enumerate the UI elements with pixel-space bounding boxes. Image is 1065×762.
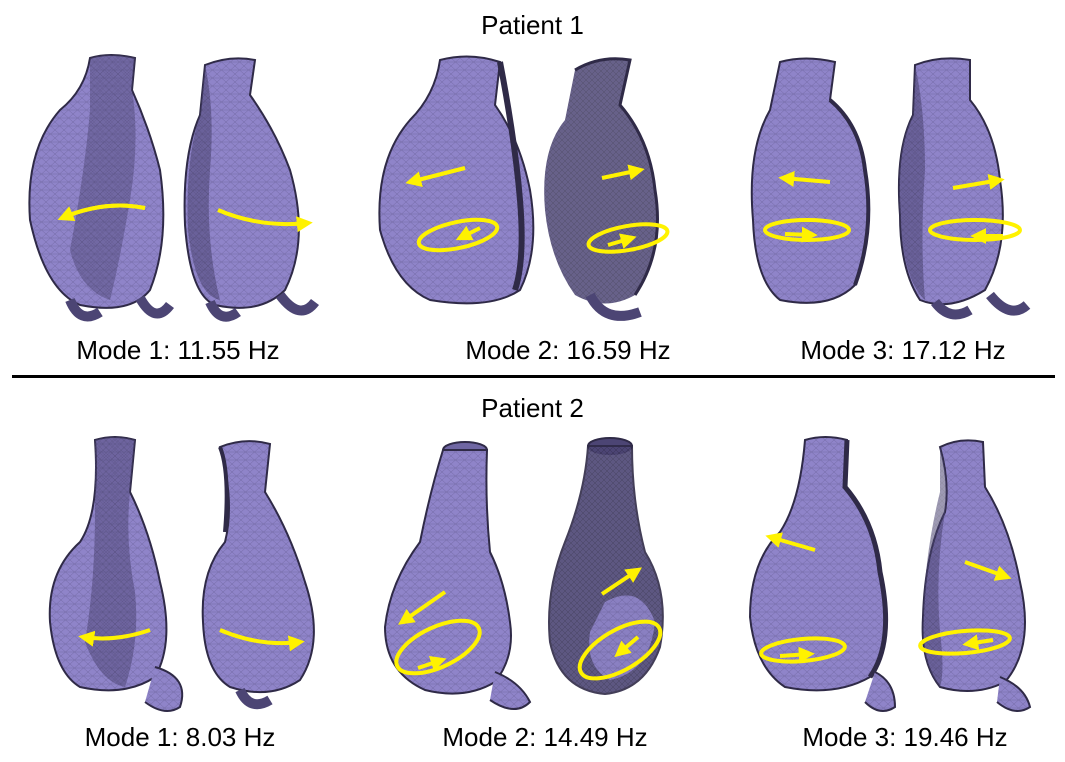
patient-2-mode-1-diagram — [25, 432, 355, 722]
patient-2-mode-3-label: Mode 3: 19.46 Hz — [745, 722, 1065, 752]
section-divider — [12, 375, 1055, 378]
patient-1-mode-2-diagram — [370, 50, 700, 330]
patient-2-mode-2-label: Mode 2: 14.49 Hz — [385, 722, 705, 752]
patient-2-mode-2-diagram — [370, 432, 700, 722]
patient-2-mode-1-label: Mode 1: 8.03 Hz — [20, 722, 340, 752]
patient-1-mode-3-label: Mode 3: 17.12 Hz — [743, 335, 1063, 365]
patient-1-mode-1-diagram — [10, 50, 340, 330]
patient-1-mode-2-label: Mode 2: 16.59 Hz — [408, 335, 728, 365]
patient-1-mode-3-diagram — [735, 50, 1065, 330]
patient-1-mode-1-label: Mode 1: 11.55 Hz — [18, 335, 338, 365]
patient-2-title: Patient 2 — [0, 393, 1065, 423]
patient-1-title: Patient 1 — [0, 10, 1065, 40]
patient-2-mode-3-diagram — [735, 432, 1065, 722]
